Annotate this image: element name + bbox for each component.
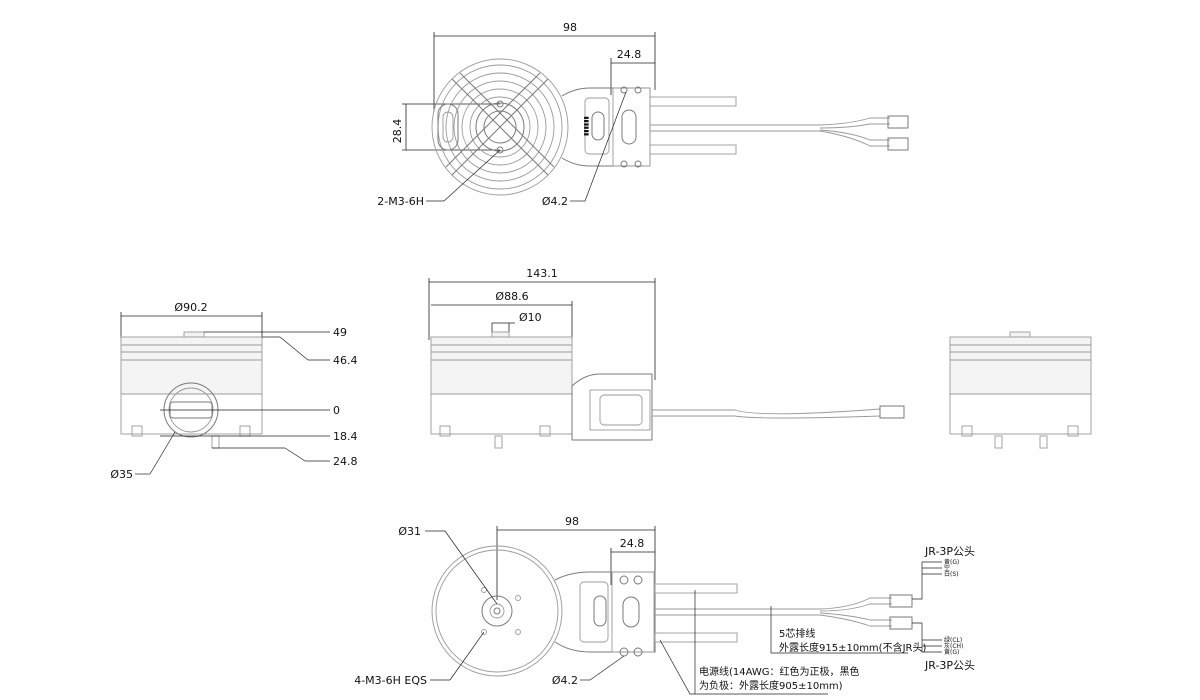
front-dim-143-1: 143.1 [526, 267, 558, 280]
bottom-dim-24-8: 24.8 [620, 537, 645, 550]
pin-bottom-2: 灰(CH) [944, 642, 963, 650]
bottom-dim-98: 98 [565, 515, 579, 528]
front-dim-88-6: Ø88.6 [495, 290, 528, 303]
cable-label-1: 5芯排线 [779, 627, 815, 640]
top-dim-24-8: 24.8 [617, 48, 642, 61]
jr-top-label: JR-3P公头 [924, 545, 975, 558]
bottom-view: 98 24.8 JR- [354, 515, 975, 695]
pin-top-1: 黄(G) [944, 558, 959, 566]
front-view: 143.1 Ø88.6 Ø10 [428, 267, 905, 449]
svg-text:▮▮▮▮▮▮: ▮▮▮▮▮▮ [583, 116, 590, 136]
jr-bottom-label: JR-3P公头 [924, 659, 975, 672]
front-dim-10: Ø10 [519, 311, 542, 324]
side-h-0: 0 [333, 404, 340, 417]
side-view-right [949, 331, 1092, 449]
top-view: 98 24.8 28.4 [377, 21, 909, 208]
power-label-2: 为负极：外露长度905±10mm) [699, 679, 843, 692]
bottom-label-hole: Ø4.2 [552, 674, 578, 687]
pin-top-3: 白(S) [944, 570, 959, 578]
power-label-1: 电源线(14AWG：红色为正极，黑色 [699, 665, 860, 678]
pin-top-2: 空 [944, 564, 950, 572]
side-h-49: 49 [333, 326, 347, 339]
bottom-dim-31: Ø31 [398, 525, 421, 538]
top-dim-98: 98 [563, 21, 577, 34]
side-dim-90-2: Ø90.2 [174, 301, 207, 314]
side-h-18-4: 18.4 [333, 430, 358, 443]
top-label-thread: 2-M3-6H [377, 195, 424, 208]
side-h-24-8: 24.8 [333, 455, 358, 468]
top-label-hole: Ø4.2 [542, 195, 568, 208]
cable-label-2: 外露长度915±10mm(不含JR头) [779, 641, 926, 654]
pin-bottom-3: 黄(G) [944, 648, 959, 656]
side-h-46-4: 46.4 [333, 354, 358, 367]
side-view: Ø90.2 49 46.4 0 18.4 24.8 Ø35 [110, 301, 357, 481]
pin-bottom-1: 绿(CL) [944, 636, 962, 644]
top-dim-28-4: 28.4 [391, 119, 404, 144]
side-dim-35: Ø35 [110, 468, 133, 481]
bottom-label-thread: 4-M3-6H EQS [354, 674, 427, 687]
